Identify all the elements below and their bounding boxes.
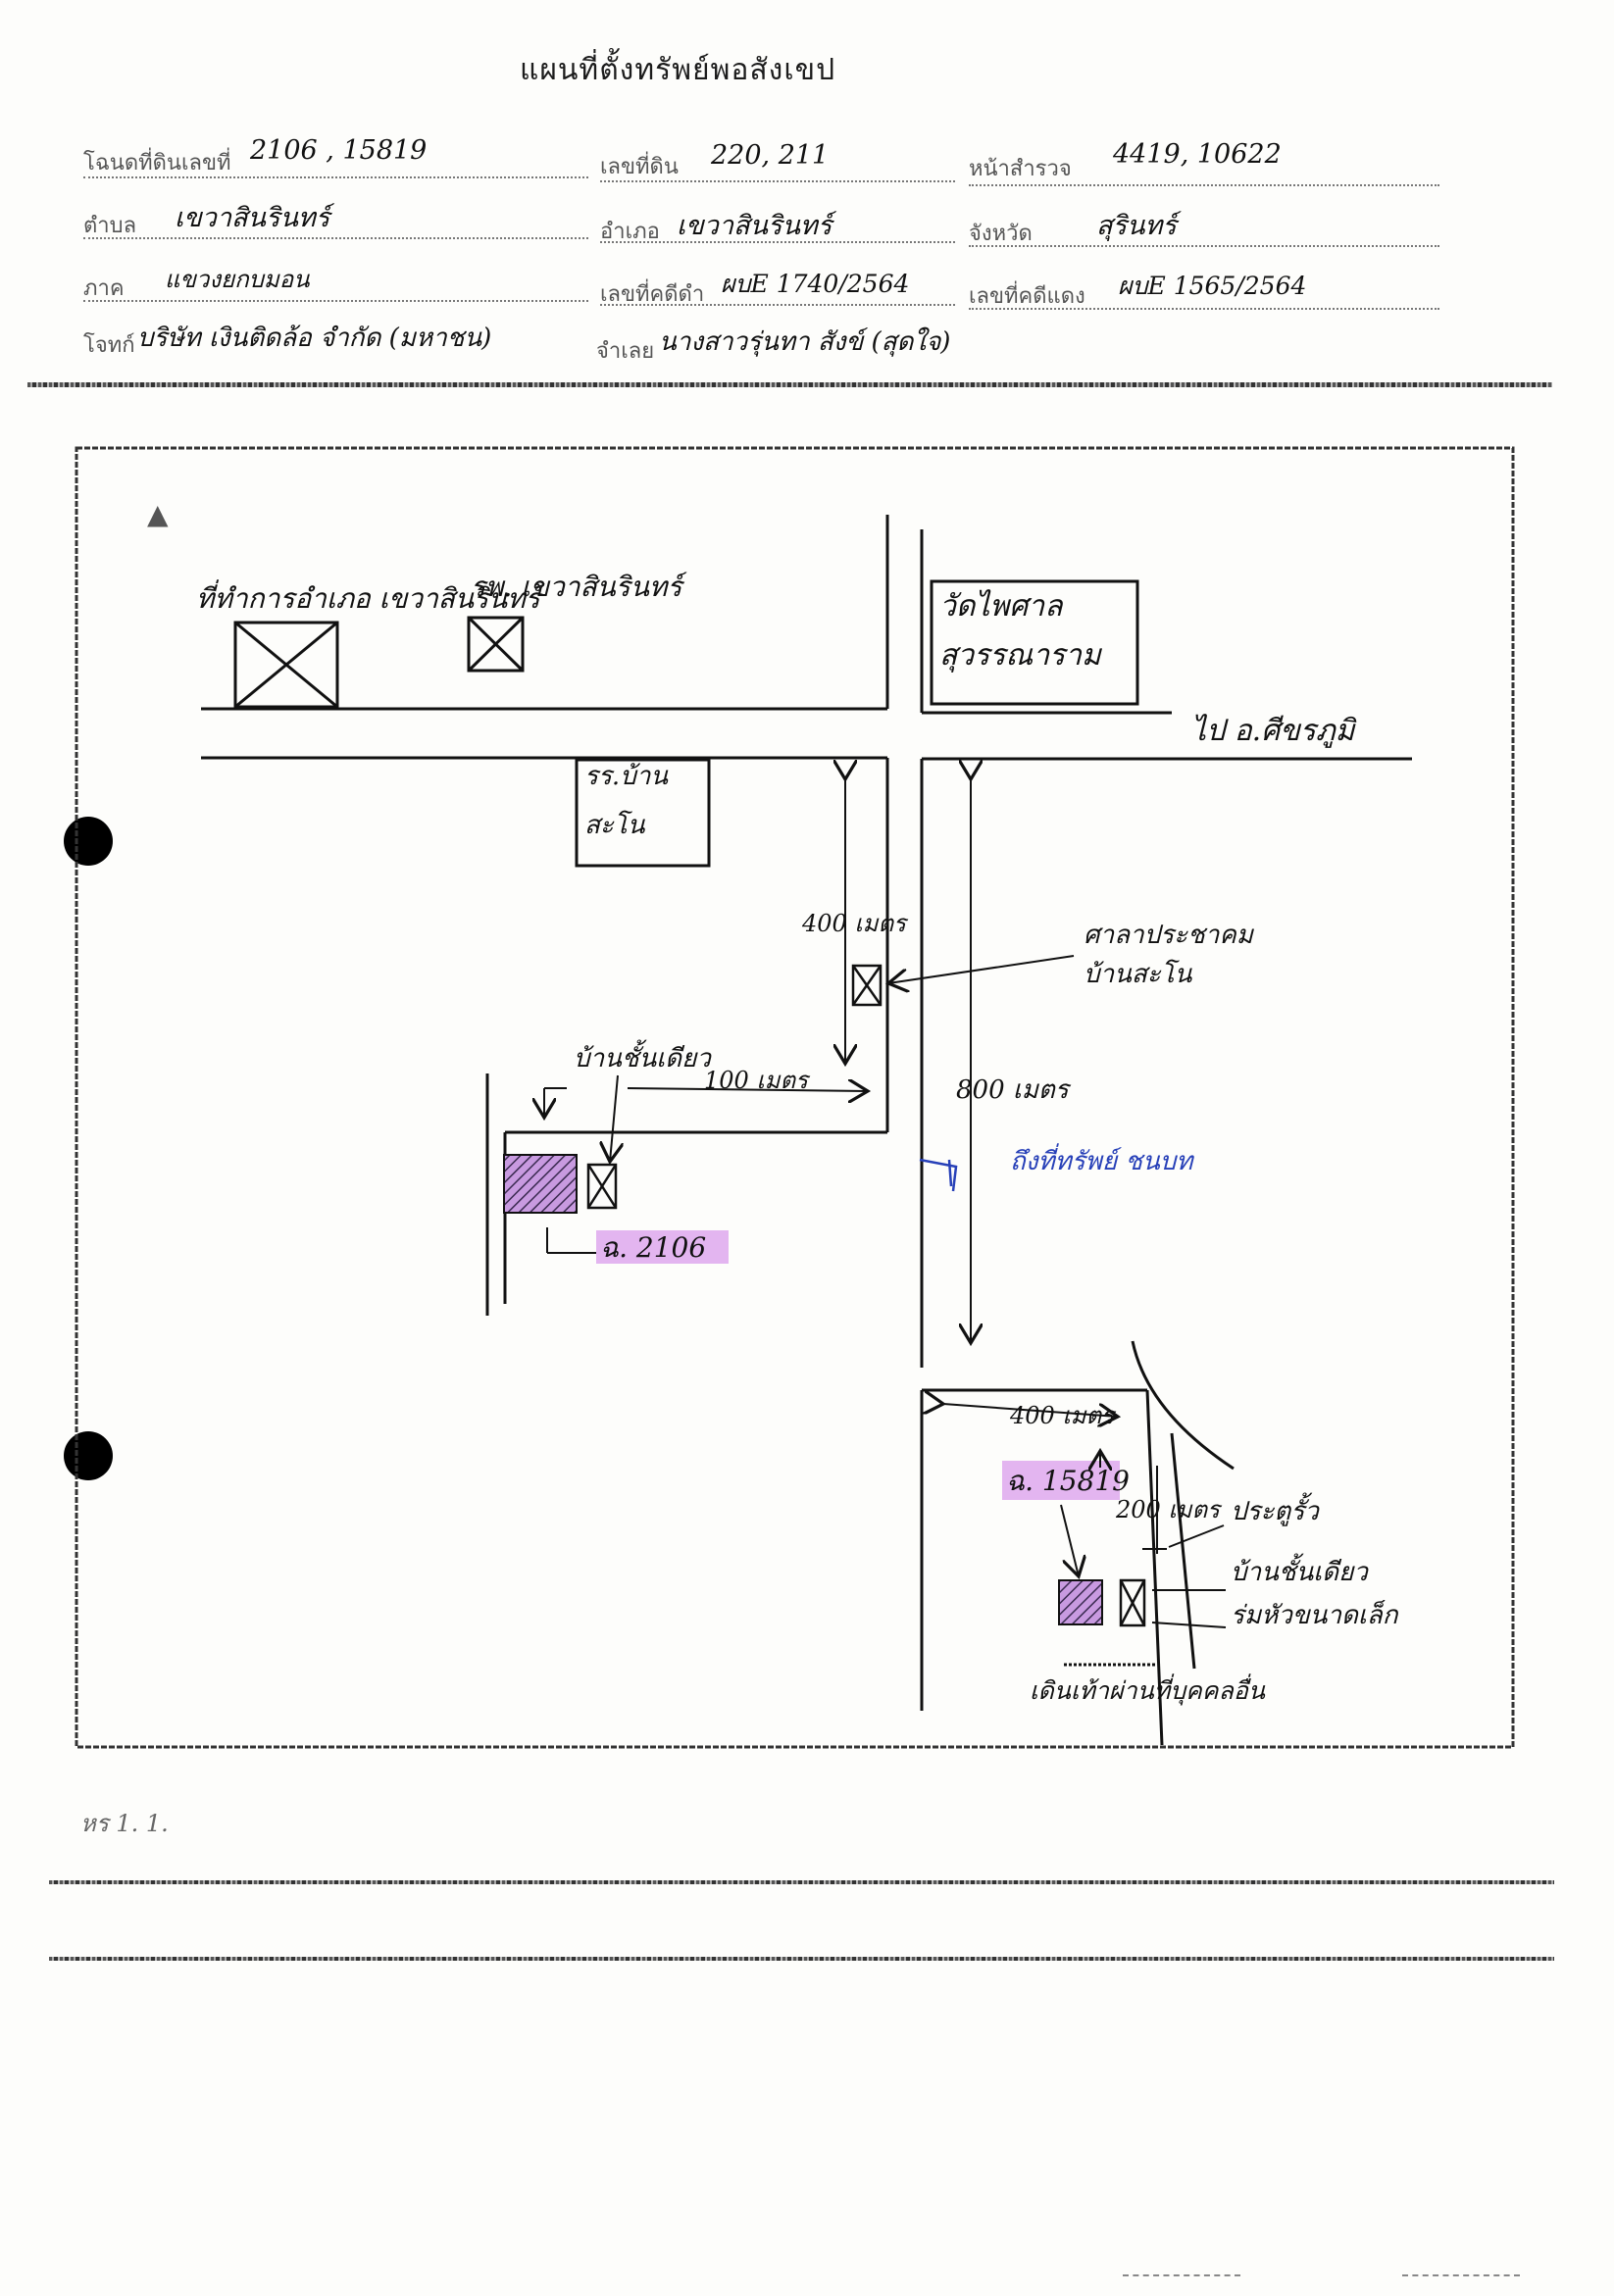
pavilion-building — [851, 964, 883, 1007]
gate-label: ประตูรั้ว — [1231, 1492, 1320, 1526]
footer-rule-1 — [49, 1880, 1554, 1884]
north-marker: ▲ — [147, 498, 169, 530]
defendant-label: จำเลย — [596, 339, 655, 364]
school-building — [575, 758, 711, 868]
north-south-road — [885, 515, 924, 1368]
red-case-value: ผบE 1565/2564 — [1118, 272, 1307, 300]
district-value: เขวาสินรินทร์ — [677, 211, 832, 241]
dist-100-label: 100 เมตร — [704, 1067, 811, 1094]
plaintiff-label: โจทก์ — [83, 333, 135, 358]
plaintiff-value: บริษัท เงินติดล้อ จำกัด (มหาชน) — [137, 324, 492, 353]
house-left-pointer — [610, 1074, 618, 1162]
land-no-value: 2106 , 15819 — [250, 135, 428, 166]
plot-right-pointer — [1060, 1504, 1079, 1576]
case-area-value: แขวงยกบมอน — [165, 266, 310, 293]
survey-page-label: หน้าสำรวจ — [969, 157, 1072, 181]
gate-pointer — [1168, 1524, 1225, 1548]
dist-100-tick — [544, 1087, 567, 1118]
subdistrict-value: เขวาสินรินทร์ — [175, 203, 330, 233]
stamp-text: หร 1. 1. — [80, 1810, 169, 1837]
header-divider — [27, 382, 1552, 387]
dist-400b-arrow — [943, 1404, 1118, 1417]
access-label: เดินเท้าผ่านที่บุคคลอื่น — [1030, 1673, 1266, 1706]
dist-100-arrow — [627, 1088, 868, 1091]
blue-annotation-mark — [919, 1158, 958, 1192]
pavilion-label-line2: บ้านสะโน — [1084, 959, 1193, 989]
map-frame — [75, 446, 1515, 1749]
signature-line-2 — [1402, 2274, 1520, 2276]
parcel-no-value: 220, 211 — [711, 140, 830, 171]
plot-left-label: ฉ. 2106 — [600, 1231, 706, 1264]
pavilion-label: ศาลาประชาคม บ้านสะโน — [1084, 921, 1261, 989]
plot-left-highlight — [596, 1230, 729, 1264]
plot-right-label: ฉ. 15819 — [1006, 1465, 1130, 1497]
subdistrict-label: ตำบล — [83, 214, 137, 238]
hospital-label: รพ. เขวาสินรินทร์ — [471, 571, 687, 603]
case-no-value: ผบE 1740/2564 — [721, 270, 910, 298]
temple-label-line1-text: วัดไพศาล — [939, 589, 1064, 624]
main-road — [201, 707, 1412, 761]
house-right-label: บ้านชั้นเดียว — [1231, 1553, 1369, 1587]
temple-building — [930, 579, 1139, 706]
school-label: รร.บ้าน สะโน — [584, 762, 676, 840]
survey-page-value: 4419, 10622 — [1113, 139, 1282, 170]
province-value: สุรินทร์ — [1096, 211, 1177, 241]
plot-left-2106 — [503, 1154, 578, 1214]
school-label-line1: รร.บ้าน — [584, 762, 669, 791]
parcel-no-label: เลขที่ดิน — [600, 155, 679, 179]
signature-line-1 — [1123, 2274, 1240, 2276]
dist-200-label: 200 เมตร — [1115, 1496, 1223, 1523]
house-left-label: บ้านชั้นเดียว — [574, 1039, 712, 1073]
house-left-building — [586, 1163, 618, 1210]
shed-label: ร่มหัวขนาดเล็ก — [1231, 1599, 1399, 1630]
land-no-label: โฉนดที่ดินเลขที่ — [83, 151, 231, 175]
district-label: อำเภอ — [600, 220, 660, 244]
hospital-building — [467, 616, 525, 673]
shed-pointer — [1151, 1622, 1227, 1628]
blue-annotation: ถึงที่ทรัพย์ ชนบท — [1010, 1143, 1194, 1176]
plot-right-15819 — [1058, 1579, 1103, 1625]
case-no-label: เลขที่คดีดำ — [600, 282, 705, 307]
footer-rule-2 — [49, 1957, 1554, 1961]
red-case-label: เลขที่คดีแดง — [969, 284, 1085, 309]
defendant-value: นางสาวรุ่นทา สังข์ (สุดใจ) — [659, 327, 951, 357]
pavilion-pointer — [888, 955, 1075, 983]
dist-400-label: 400 เมตร — [801, 910, 909, 937]
lower-right-road — [920, 1340, 1235, 1746]
punch-hole-top — [64, 817, 113, 866]
house-right-building — [1119, 1578, 1146, 1627]
temple-label: วัดไพศาล สุวรรณาราม — [939, 589, 1103, 673]
case-area-label: ภาค — [83, 276, 125, 301]
district-office-label: ที่ทำการอำเภอ เขวาสินรินทร์ — [196, 579, 546, 615]
temple-label-line2-text: สุวรรณาราม — [939, 638, 1103, 673]
plot-left-pointer — [546, 1227, 598, 1254]
page-title: แผนที่ตั้งทรัพย์พอสังเขป — [520, 53, 836, 87]
school-label-line2: สะโน — [584, 810, 646, 840]
dist-400b-label: 400 เมตร — [1009, 1402, 1117, 1429]
district-office-building — [233, 621, 339, 709]
to-city-label: ไป อ.ศีขรภูมิ — [1191, 714, 1357, 748]
province-label: จังหวัด — [969, 222, 1033, 246]
dist-800-label: 800 เมตร — [956, 1075, 1072, 1105]
punch-hole-bottom — [64, 1431, 113, 1480]
pavilion-label-line1: ศาลาประชาคม — [1084, 921, 1255, 950]
